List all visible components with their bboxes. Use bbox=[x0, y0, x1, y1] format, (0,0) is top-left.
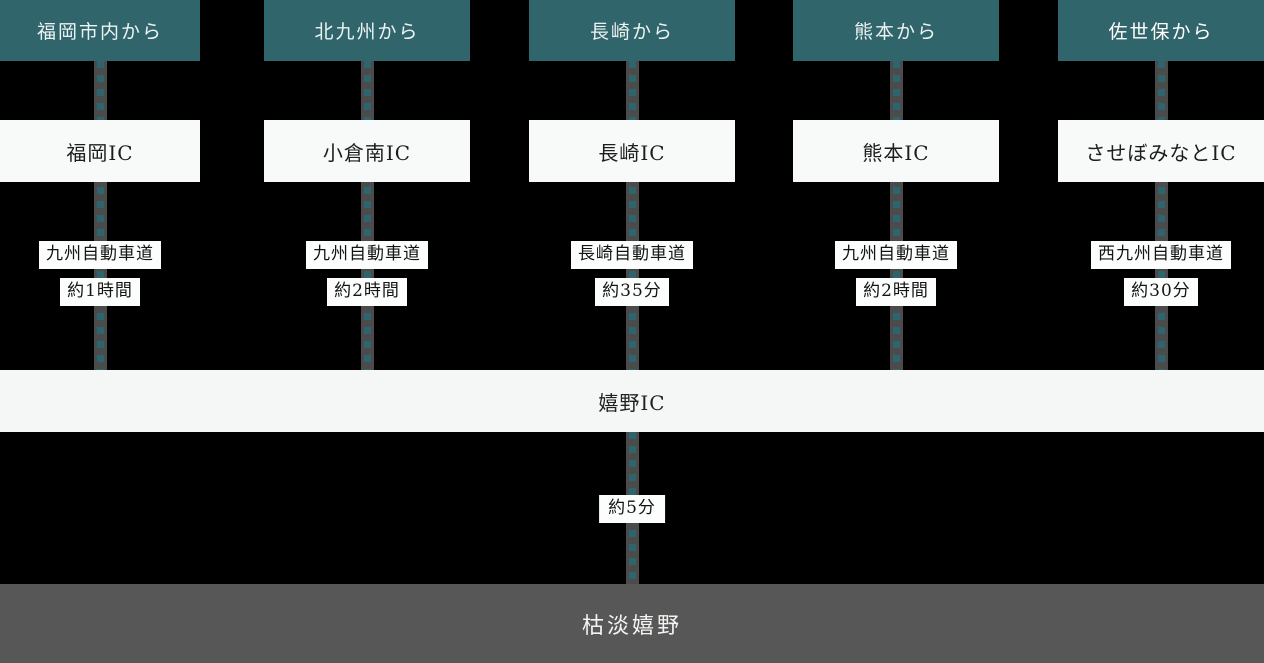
leg-labels: 九州自動車道 約1時間 bbox=[0, 241, 200, 306]
duration-label: 約2時間 bbox=[327, 277, 407, 306]
destination-bar: 枯淡嬉野 bbox=[0, 584, 1264, 663]
origin-label: 福岡市内から bbox=[0, 0, 200, 61]
origin-label: 熊本から bbox=[793, 0, 999, 61]
route-line bbox=[889, 61, 903, 370]
ic-box: させぼみなとIC bbox=[1058, 120, 1264, 182]
leg-labels: 西九州自動車道 約30分 bbox=[1058, 241, 1264, 306]
duration-label: 約2時間 bbox=[856, 277, 936, 306]
ic-label: 福岡IC bbox=[66, 140, 134, 165]
duration-label: 約30分 bbox=[1124, 277, 1198, 306]
route-line bbox=[93, 61, 107, 370]
ic-box: 小倉南IC bbox=[264, 120, 470, 182]
final-duration-label: 約5分 bbox=[599, 495, 665, 523]
dashed-line bbox=[363, 61, 371, 370]
ic-box: 福岡IC bbox=[0, 120, 200, 182]
dashed-line bbox=[1157, 61, 1165, 370]
ic-box: 熊本IC bbox=[793, 120, 999, 182]
origin-label: 佐世保から bbox=[1058, 0, 1264, 61]
highway-label: 九州自動車道 bbox=[306, 241, 428, 269]
route-column-kumamoto: 熊本から 熊本IC 九州自動車道 約2時間 bbox=[793, 0, 999, 370]
highway-label: 九州自動車道 bbox=[39, 241, 161, 269]
leg-labels: 長崎自動車道 約35分 bbox=[529, 241, 735, 306]
leg-labels: 九州自動車道 約2時間 bbox=[793, 241, 999, 306]
duration-label: 約1時間 bbox=[60, 277, 140, 306]
ic-label: 長崎IC bbox=[598, 140, 666, 165]
route-column-sasebo: 佐世保から させぼみなとIC 西九州自動車道 約30分 bbox=[1058, 0, 1264, 370]
route-line bbox=[360, 61, 374, 370]
route-line bbox=[1154, 61, 1168, 370]
destination-label: 枯淡嬉野 bbox=[581, 613, 682, 639]
dashed-line bbox=[892, 61, 900, 370]
origin-label: 長崎から bbox=[529, 0, 735, 61]
duration-label: 約35分 bbox=[595, 277, 669, 306]
route-line bbox=[625, 61, 639, 370]
ic-label: 熊本IC bbox=[862, 140, 930, 165]
highway-label: 西九州自動車道 bbox=[1091, 241, 1231, 269]
ic-label: させぼみなとIC bbox=[1085, 140, 1237, 165]
leg-labels: 九州自動車道 約2時間 bbox=[264, 241, 470, 306]
ic-label: 小倉南IC bbox=[322, 140, 412, 165]
route-column-fukuoka: 福岡市内から 福岡IC 九州自動車道 約1時間 bbox=[0, 0, 200, 370]
highway-label: 九州自動車道 bbox=[835, 241, 957, 269]
ic-box: 長崎IC bbox=[529, 120, 735, 182]
dashed-line bbox=[628, 61, 636, 370]
route-column-kitakyushu: 北九州から 小倉南IC 九州自動車道 約2時間 bbox=[264, 0, 470, 370]
junction-label: 嬉野IC bbox=[598, 390, 666, 415]
route-column-nagasaki: 長崎から 長崎IC 長崎自動車道 約35分 bbox=[529, 0, 735, 370]
dashed-line bbox=[96, 61, 104, 370]
origin-label: 北九州から bbox=[264, 0, 470, 61]
junction-band: 嬉野IC bbox=[0, 370, 1264, 432]
highway-label: 長崎自動車道 bbox=[571, 241, 693, 269]
